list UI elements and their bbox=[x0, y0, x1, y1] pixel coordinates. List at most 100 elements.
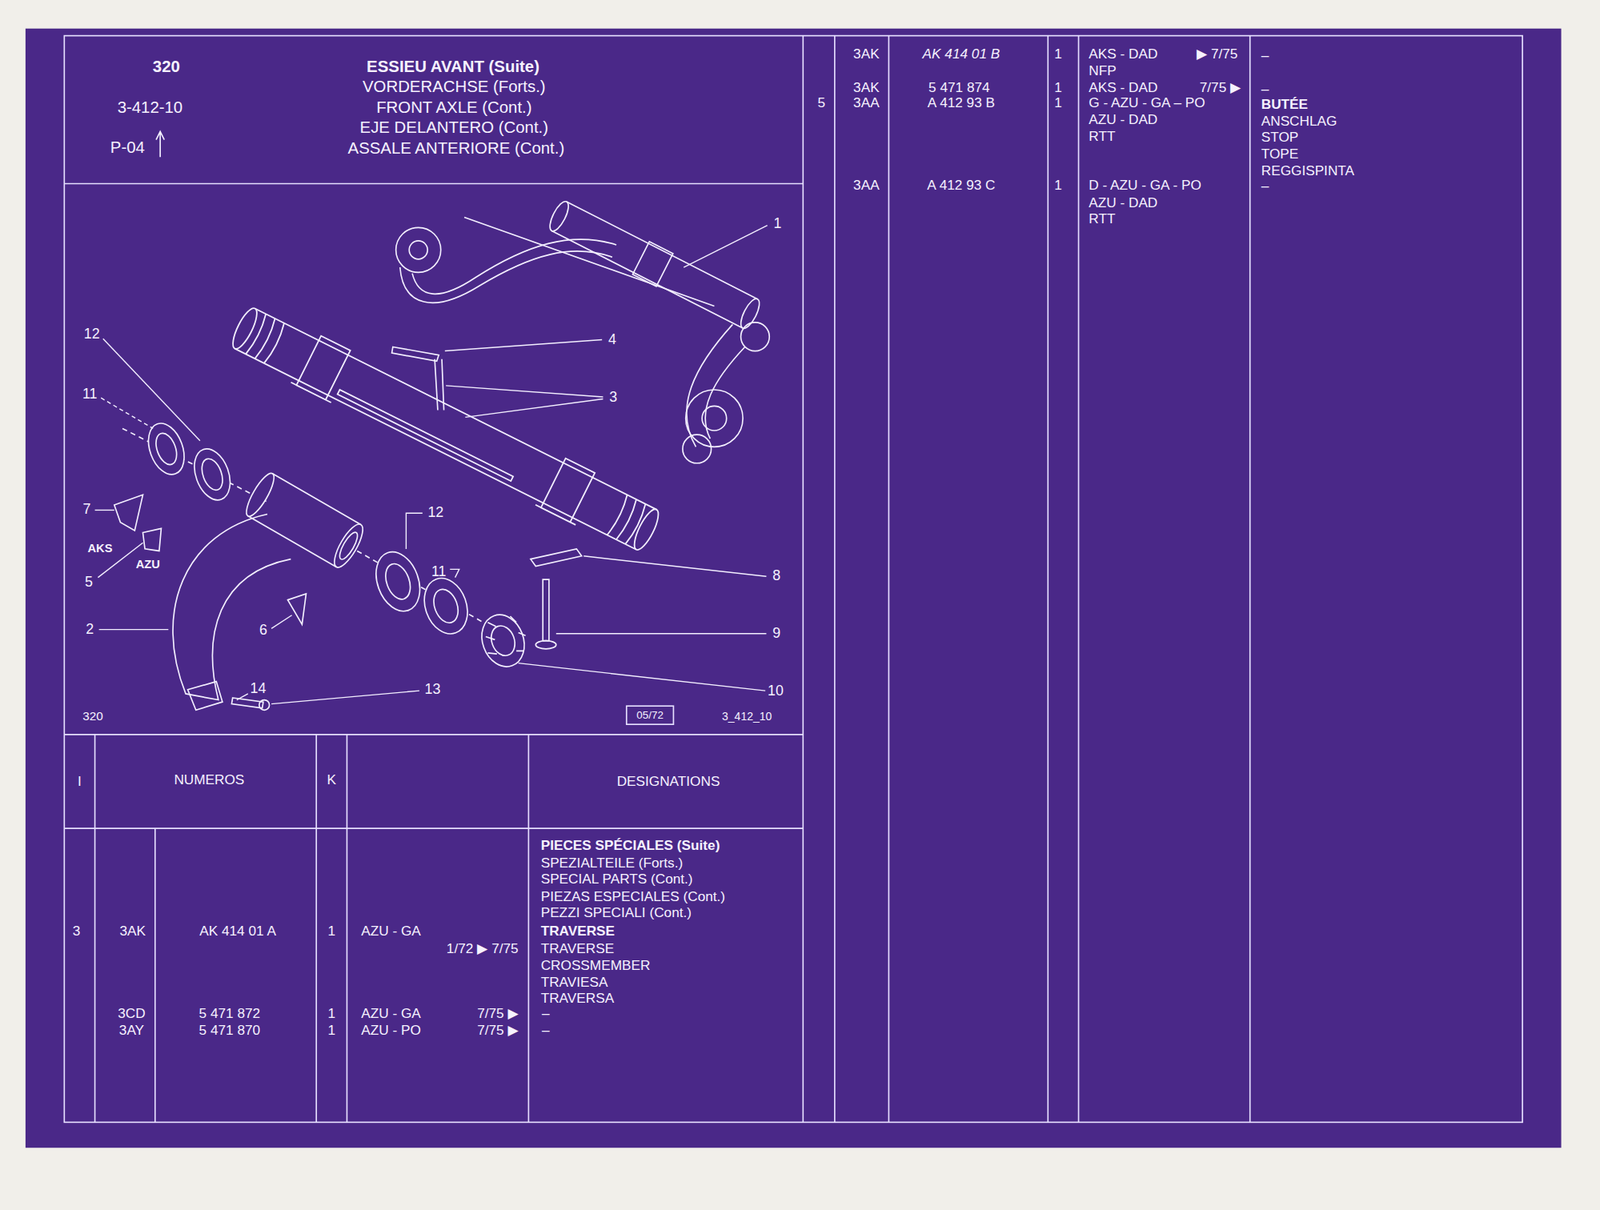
lever-drawing bbox=[434, 359, 444, 411]
table-cell: 1 bbox=[328, 924, 337, 939]
table-cell: 5 471 870 bbox=[199, 1023, 261, 1038]
crossmember-drawing bbox=[291, 332, 601, 526]
housing-drawing bbox=[241, 469, 279, 520]
axle-assembly-drawing bbox=[409, 240, 428, 260]
table-cell: G - AZU - GA – PO bbox=[1088, 96, 1205, 110]
table-cell: – bbox=[1261, 49, 1270, 64]
table-cell: REGGISPINTA bbox=[1261, 164, 1355, 179]
header-text: 320 bbox=[152, 58, 181, 75]
leader-line bbox=[518, 663, 766, 691]
axle-assembly-drawing bbox=[396, 217, 770, 464]
bearing-drawing bbox=[188, 444, 237, 506]
table-rule bbox=[95, 734, 530, 1123]
header-text: P-04 bbox=[110, 138, 145, 155]
table-cell: AK 414 01 B bbox=[922, 47, 1001, 61]
bearing-drawing bbox=[197, 456, 227, 494]
axle-assembly-drawing bbox=[686, 324, 746, 447]
callout-label: 3_412_10 bbox=[721, 710, 772, 722]
arm-drawing bbox=[114, 494, 582, 710]
leader-line bbox=[445, 385, 603, 418]
leader-line bbox=[449, 569, 459, 578]
bearing-drawing bbox=[474, 609, 532, 674]
leader-line bbox=[271, 690, 420, 705]
callout-label: 320 bbox=[82, 709, 104, 722]
callout-label: 12 bbox=[427, 505, 444, 521]
housing-drawing bbox=[336, 529, 361, 562]
crossmember-drawing bbox=[226, 300, 666, 558]
table-cell: 1 bbox=[328, 1023, 337, 1038]
callout-label: 11 bbox=[82, 387, 98, 402]
callout-label: 6 bbox=[259, 623, 268, 638]
table-cell: 1/72 ▶ 7/75 bbox=[446, 942, 519, 956]
header-text: EJE DELANTERO (Cont.) bbox=[360, 119, 550, 136]
leader-line bbox=[95, 225, 768, 705]
table-cell: – bbox=[1261, 180, 1270, 194]
crossmember-drawing bbox=[234, 308, 657, 550]
bearing-drawing bbox=[368, 545, 428, 618]
leader-line bbox=[405, 513, 422, 550]
table-cell: DESIGNATIONS bbox=[617, 774, 721, 789]
header-text: VORDERACHSE (Forts.) bbox=[362, 78, 546, 95]
arm-drawing bbox=[535, 641, 556, 650]
axle-tube-drawing bbox=[551, 201, 758, 329]
table-cell: 3AY bbox=[119, 1023, 145, 1038]
table-cell: TRAVIESA bbox=[541, 975, 609, 990]
table-cell: ANSCHLAG bbox=[1261, 114, 1338, 129]
housing-drawing bbox=[328, 520, 368, 571]
table-rule bbox=[64, 36, 1523, 1123]
table-cell: 1 bbox=[1054, 80, 1063, 95]
axle-assembly-drawing bbox=[685, 389, 743, 447]
table-cell: 3AK bbox=[119, 924, 146, 939]
header-text: 3-412-10 bbox=[117, 99, 184, 116]
leader-line bbox=[236, 693, 249, 701]
table-rule bbox=[626, 705, 674, 725]
arm-drawing bbox=[188, 681, 223, 711]
table-cell: AZU - GA bbox=[360, 1007, 422, 1022]
table-cell: TRAVERSA bbox=[541, 991, 614, 1006]
table-cell: STOP bbox=[1261, 130, 1300, 145]
callout-label: 2 bbox=[85, 622, 94, 638]
axle-assembly-drawing bbox=[412, 239, 617, 294]
table-cell: 7/75 ▶ bbox=[1199, 80, 1242, 95]
header-text: ASSALE ANTERIORE (Cont.) bbox=[348, 140, 566, 157]
leader-line bbox=[100, 397, 153, 429]
table-cell: 5 bbox=[817, 96, 826, 110]
table-cell: A 412 93 B bbox=[927, 96, 995, 110]
table-cell: – bbox=[1261, 83, 1270, 97]
table-cell: TOPE bbox=[1261, 147, 1300, 161]
table-cell: ▶ 7/75 bbox=[1196, 47, 1239, 61]
table-cell: 3AA bbox=[853, 96, 880, 110]
arm-drawing bbox=[231, 697, 264, 709]
table-cell: 1 bbox=[1054, 96, 1063, 110]
callout-label: 3 bbox=[609, 390, 618, 406]
table-cell: 1 bbox=[328, 1007, 337, 1022]
table-cell: SPECIAL PARTS (Cont.) bbox=[541, 872, 694, 887]
bearing-drawing bbox=[152, 430, 181, 468]
leader-line bbox=[556, 633, 767, 634]
table-cell: AZU - PO bbox=[360, 1023, 422, 1038]
table-cell: TRAVERSE bbox=[541, 942, 614, 956]
bearing-drawing bbox=[417, 572, 475, 641]
leader-line bbox=[445, 340, 602, 352]
table-cell: 1 bbox=[1054, 178, 1063, 193]
lever-drawing bbox=[392, 346, 440, 361]
table-cell: SPEZIALTEILE (Forts.) bbox=[541, 856, 683, 871]
table-cell: NUMEROS bbox=[173, 773, 245, 788]
arm-drawing bbox=[288, 593, 307, 625]
leader-line bbox=[95, 509, 115, 511]
table-cell: D - AZU - GA - PO bbox=[1088, 178, 1202, 193]
table-cell: PIECES SPÉCIALES (Suite) bbox=[541, 838, 721, 853]
table-cell: PEZZI SPECIALI (Cont.) bbox=[541, 906, 692, 920]
bearing-drawing bbox=[380, 560, 415, 603]
callout-label: 13 bbox=[425, 682, 442, 698]
callout-label: 14 bbox=[250, 681, 267, 697]
table-cell: AZU - GA bbox=[360, 924, 422, 939]
callout-label: AZU bbox=[136, 558, 161, 571]
bearing-drawing bbox=[141, 418, 191, 480]
table-cell: NFP bbox=[1088, 64, 1116, 79]
table-cell: AK 414 01 A bbox=[199, 924, 277, 939]
leader-line bbox=[103, 338, 201, 441]
table-cell: BUTÉE bbox=[1261, 98, 1308, 113]
axle-tube-drawing bbox=[545, 196, 764, 333]
callout-label: 12 bbox=[84, 327, 101, 342]
